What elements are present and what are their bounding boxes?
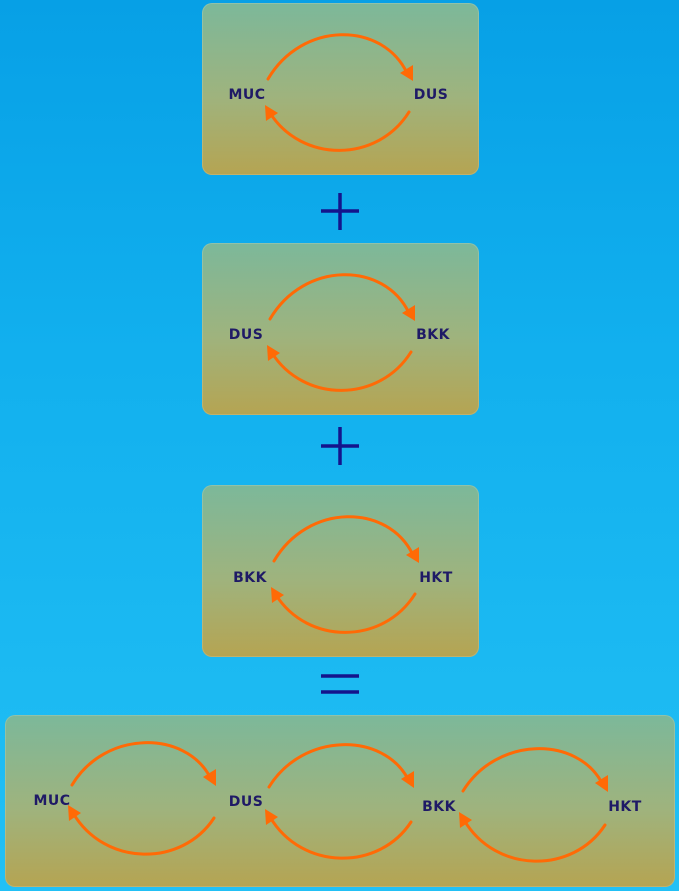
round-trip-arrows — [267, 273, 415, 392]
combined-node: HKT — [608, 799, 642, 815]
plus-icon — [321, 193, 359, 230]
combined-route-box: MUC DUS BKK HKT — [5, 715, 675, 887]
node-to: DUS — [413, 87, 449, 103]
combined-arrows — [68, 741, 608, 863]
node-from: BKK — [233, 570, 267, 586]
node-to: BKK — [416, 327, 450, 343]
route-box-2: DUS BKK — [202, 243, 479, 415]
plus-icon — [321, 427, 359, 465]
combined-node: DUS — [228, 794, 264, 810]
equals-icon — [321, 674, 359, 694]
round-trip-arrows — [271, 515, 419, 634]
node-to: HKT — [419, 570, 453, 586]
node-from: DUS — [228, 327, 264, 343]
node-from: MUC — [228, 87, 266, 103]
round-trip-arrows — [265, 33, 413, 152]
combined-node: BKK — [422, 799, 456, 815]
combined-node: MUC — [33, 793, 71, 809]
route-box-3: BKK HKT — [202, 485, 479, 657]
route-box-1: MUC DUS — [202, 3, 479, 175]
